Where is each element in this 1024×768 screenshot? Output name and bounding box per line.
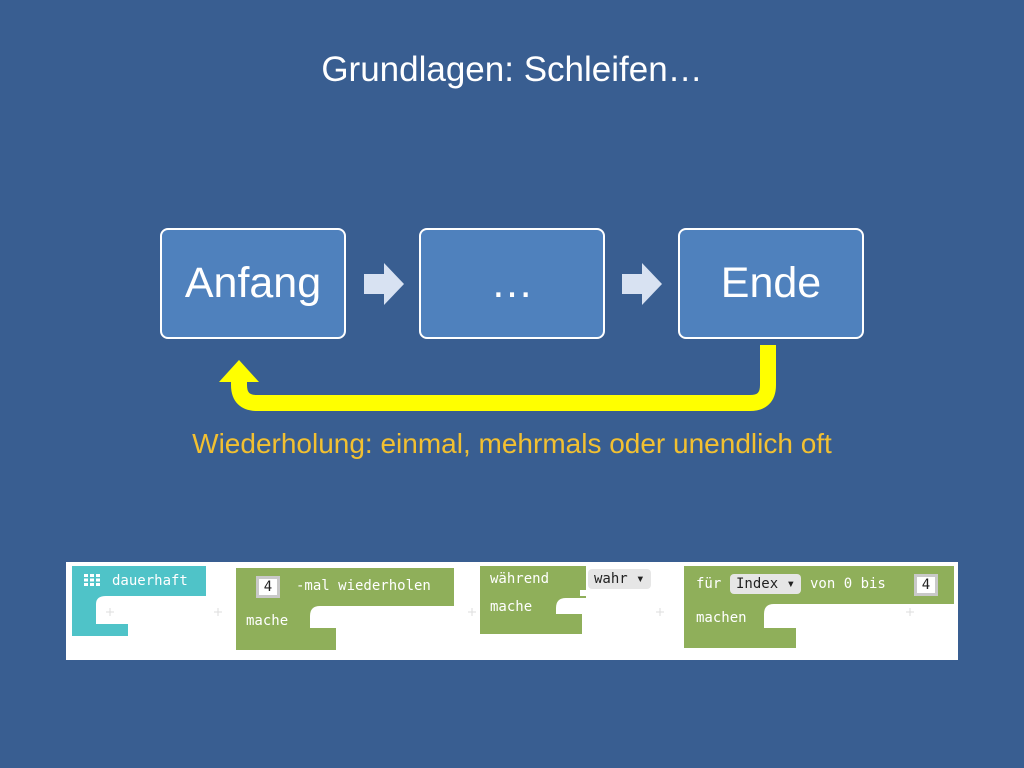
forever-block-label[interactable]: dauerhaft xyxy=(112,573,188,589)
repeat-block-label[interactable]: -mal wiederholen xyxy=(296,578,431,594)
while-block-label[interactable]: während xyxy=(490,571,550,587)
for-body-label: machen xyxy=(696,610,747,626)
node-end: Ende xyxy=(678,228,864,339)
for-end-input[interactable]: 4 xyxy=(914,574,938,596)
while-body-label: mache xyxy=(490,599,533,615)
loop-back-arrow xyxy=(219,345,776,411)
repeat-count-input[interactable]: 4 xyxy=(256,576,280,598)
node-middle: … xyxy=(419,228,605,339)
while-condition-dropdown[interactable]: wahr ▾ xyxy=(588,569,651,589)
right-arrow-icon xyxy=(364,263,404,305)
slide-title: Grundlagen: Schleifen… xyxy=(321,50,703,89)
right-arrow-icon xyxy=(622,263,662,305)
node-start: Anfang xyxy=(160,228,346,339)
grid-icon xyxy=(84,574,100,586)
for-range-label: von 0 bis xyxy=(810,576,886,592)
for-variable-dropdown[interactable]: Index ▾ xyxy=(730,574,802,594)
code-blocks-panel: dauerhaft 4 -mal wiederholen mache währe… xyxy=(66,562,958,660)
repeat-body-label: mache xyxy=(246,613,289,629)
loop-caption: Wiederholung: einmal, mehrmals oder unen… xyxy=(192,428,832,459)
for-block-label[interactable]: für xyxy=(696,576,722,592)
